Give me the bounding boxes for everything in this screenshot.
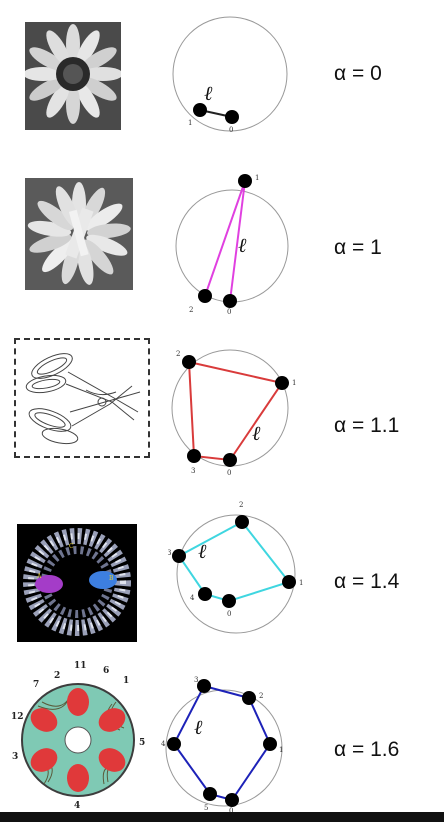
node-label-2: 2 bbox=[239, 501, 243, 509]
svg-text:A: A bbox=[36, 573, 42, 580]
ring-label: 6 bbox=[103, 666, 109, 676]
ring-label: 5 bbox=[139, 738, 145, 748]
node-label-0: 0 bbox=[227, 610, 231, 618]
alpha-label: α = 1.1 bbox=[334, 414, 400, 437]
node-label-2: 2 bbox=[189, 306, 193, 314]
scissors-sketch bbox=[14, 338, 150, 458]
circle-diagram-1: ℓ 1 2 0 bbox=[175, 174, 289, 314]
loop-label: ℓ bbox=[238, 233, 247, 257]
flower-photo-1 bbox=[25, 22, 121, 130]
row-alpha-1: ℓ 1 2 0 α = 1 bbox=[0, 160, 444, 320]
svg-text:B: B bbox=[109, 575, 114, 582]
ring-label: 2 bbox=[54, 671, 60, 681]
circle-diagram-2: ℓ 2 1 3 0 bbox=[171, 349, 296, 477]
loop-label: ℓ bbox=[198, 539, 207, 563]
ring-label: 4 bbox=[74, 801, 80, 811]
node-label-3: 3 bbox=[194, 676, 198, 684]
node-label-0: 0 bbox=[229, 807, 233, 814]
molecular-ring-image: A B C bbox=[17, 524, 137, 642]
node-label-1: 1 bbox=[299, 579, 303, 587]
node-label-2: 2 bbox=[176, 350, 180, 358]
alpha-label: α = 1 bbox=[334, 236, 382, 259]
ring-label: 7 bbox=[33, 680, 39, 690]
node-label-1: 1 bbox=[188, 119, 192, 127]
loop-label: ℓ bbox=[204, 81, 213, 105]
node-label-0: 0 bbox=[227, 308, 231, 314]
flower-photo-icon bbox=[25, 178, 133, 290]
ring-label: 11 bbox=[74, 661, 87, 671]
node-label-4: 4 bbox=[190, 594, 195, 602]
node-label-1: 1 bbox=[255, 174, 259, 182]
svg-text:C: C bbox=[69, 543, 74, 550]
bottom-divider bbox=[0, 812, 444, 822]
row-alpha-1-6: 2 11 6 1 7 12 5 3 4 ℓ 3 2 4 1 5 0 α = 1.… bbox=[0, 652, 444, 814]
node-label-3: 3 bbox=[168, 549, 171, 557]
node-label-5: 5 bbox=[204, 804, 208, 812]
loop-label: ℓ bbox=[194, 715, 203, 739]
colored-ring-diagram: 2 11 6 1 7 12 5 3 4 bbox=[11, 661, 145, 811]
node-label-1: 1 bbox=[279, 746, 283, 754]
alpha-label: α = 1.4 bbox=[334, 570, 400, 593]
circle-diagram-3: ℓ 2 3 1 4 0 bbox=[168, 501, 303, 634]
node-label-0: 0 bbox=[229, 126, 233, 134]
node-label-4: 4 bbox=[161, 740, 166, 748]
node-label-2: 2 bbox=[259, 692, 263, 700]
flower-photo-2 bbox=[25, 178, 133, 290]
node-label-0: 0 bbox=[227, 469, 231, 477]
ring-label: 1 bbox=[123, 676, 129, 686]
circle-diagram-4: ℓ 3 2 4 1 5 0 bbox=[161, 676, 283, 814]
ring-label: 3 bbox=[12, 752, 18, 762]
node-label-1: 1 bbox=[292, 379, 296, 387]
molecular-ring-icon: A B C bbox=[17, 524, 137, 642]
row-alpha-1-1: ℓ 2 1 3 0 α = 1.1 bbox=[0, 330, 444, 490]
colored-ring-diagram-icon: 2 11 6 1 7 12 5 3 4 bbox=[11, 661, 145, 811]
alpha-label: α = 1.6 bbox=[334, 738, 400, 761]
node-label-3: 3 bbox=[191, 467, 195, 475]
ring-label: 12 bbox=[11, 712, 24, 722]
circle-diagram-0: ℓ 1 0 bbox=[172, 16, 288, 134]
alpha-label: α = 0 bbox=[334, 62, 382, 85]
flower-photo-icon bbox=[25, 22, 121, 130]
row-alpha-1-4: A B C ℓ 2 3 1 4 0 α = 1.4 bbox=[0, 496, 444, 656]
scissors-sketch-icon bbox=[25, 353, 141, 445]
loop-label: ℓ bbox=[252, 421, 261, 445]
row-alpha-0: ℓ 1 0 α = 0 bbox=[0, 0, 444, 160]
